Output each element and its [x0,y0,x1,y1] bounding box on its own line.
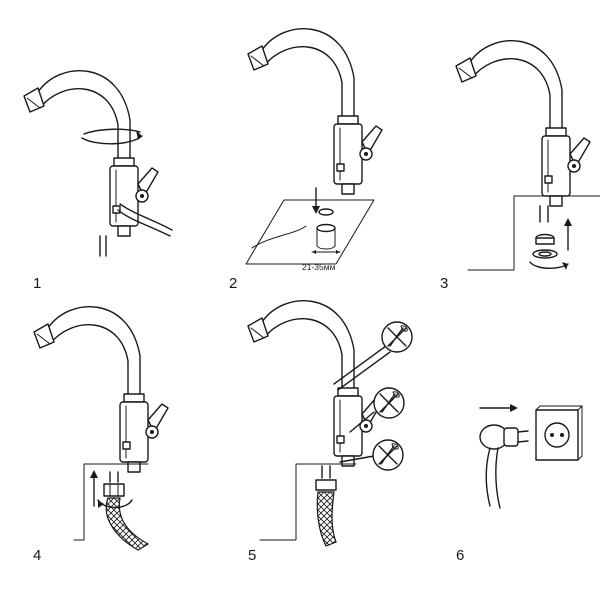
step-5-number: 5 [248,547,256,564]
step-5-illustration [247,299,391,547]
step-2-number: 2 [229,275,237,292]
step-2-illustration [245,27,383,265]
step-3-number: 3 [440,275,448,292]
no-tool-icon [381,321,413,353]
step-4-number: 4 [33,547,41,564]
step-1-illustration [23,69,173,257]
no-tool-icon [372,439,404,471]
wall-socket-icon [535,405,583,461]
step-3-illustration [455,39,600,271]
no-tool-icon [373,387,405,419]
step-4-illustration [33,305,169,551]
step-6-number: 6 [456,547,464,564]
hole-diameter-label: 21-35мм [302,262,336,272]
step-6-illustration [479,404,583,509]
step-1-number: 1 [33,275,41,292]
power-plug-icon [479,424,529,509]
